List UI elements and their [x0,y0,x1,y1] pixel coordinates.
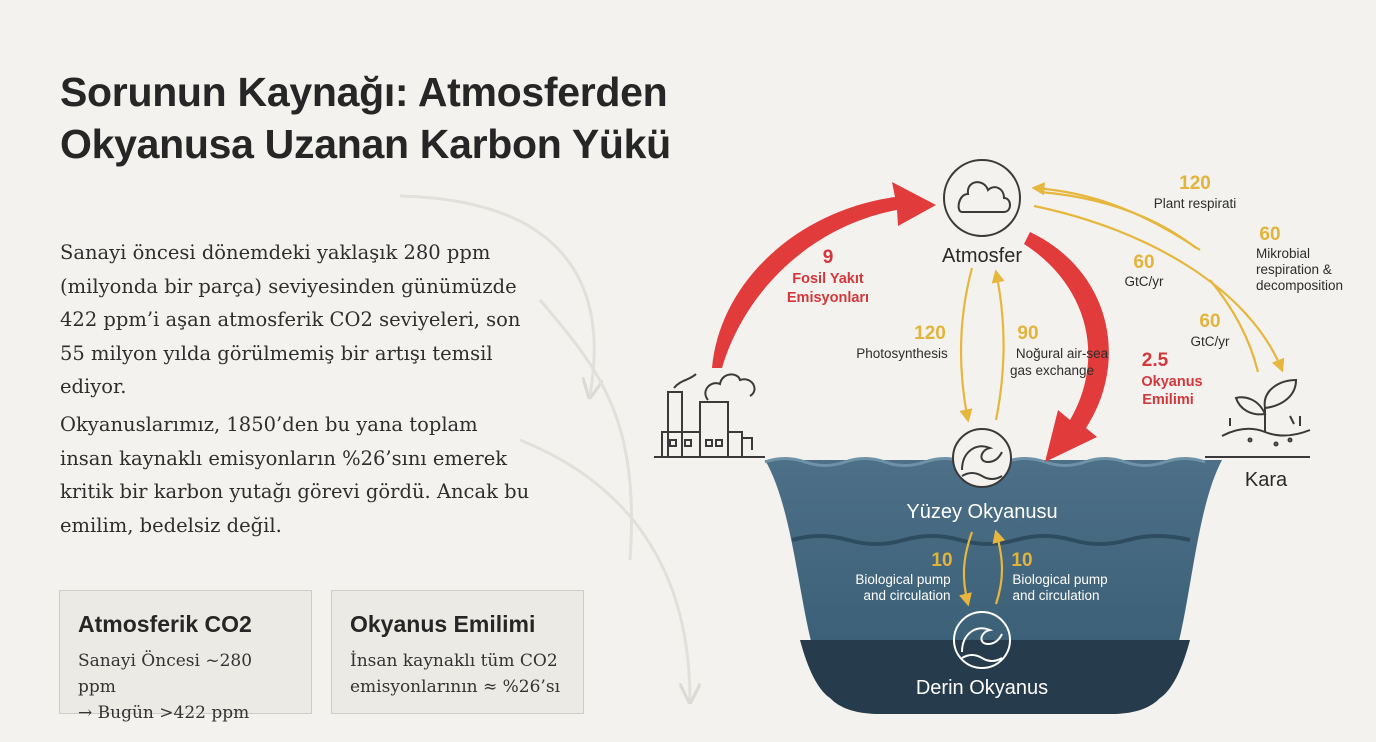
atmosphere-node: Atmosfer [942,159,1022,267]
flow-labels: 9 Fosil Yakıt Emisyonları 2.5 Okyanus Em… [787,173,1343,603]
plant-respiration-value: 120 [1179,173,1211,194]
ocean-uptake-label-1: Okyanus [1141,374,1202,390]
fossil-value: 9 [823,247,834,268]
deep-ocean-label: Derin Okyanus [916,677,1048,699]
bio-pump-down-label-1: Biological pump [855,572,950,587]
yellow-flows [959,182,1285,607]
gtc-1-label: GtC/yr [1125,274,1165,289]
page-title: Sorunun Kaynağı: Atmosferden Okyanusa Uz… [60,66,671,170]
land-label: Kara [1245,469,1288,491]
bio-pump-down-arrow [959,531,974,607]
air-sea-label-1: Noğural air-sea [1016,346,1109,361]
photosynthesis-value: 120 [914,323,946,344]
bio-pump-down-label-2: and circulation [863,588,950,603]
gtc-1-value: 60 [1133,252,1154,273]
surface-ocean-label: Yüzey Okyanusu [906,501,1057,523]
factory-icon [661,373,756,458]
card-line-1: İnsan kaynaklı tüm CO2 [350,651,558,671]
gtc-2-label: GtC/yr [1191,334,1231,349]
intro-paragraph-1: Sanayi öncesi dönemdeki yaklaşık 280 ppm… [60,241,521,398]
microbial-label-2: respiration & [1256,262,1332,277]
plant-respiration-label: Plant respirati [1154,196,1237,211]
surface-ocean-node: Yüzey Okyanusu [906,428,1058,523]
air-sea-value: 90 [1017,323,1038,344]
card-line-1: Sanayi Öncesi ~280 ppm [78,651,253,697]
photosynthesis-label: Photosynthesis [856,346,948,361]
card-line-2: emisyonlarının ≈ %26’sı [350,677,561,697]
air-sea-label-2: gas exchange [1010,363,1094,378]
microbial-label-3: decomposition [1256,278,1343,293]
card-title: Okyanus Emilimi [350,611,536,637]
title-line-1: Sorunun Kaynağı: Atmosferden [60,69,668,115]
gtc-arrow-1 [1039,190,1197,249]
fossil-label-1: Fosil Yakıt [792,271,864,287]
photosynthesis-arrow [959,267,974,423]
plant-icon [1221,378,1311,447]
card-ocean-uptake: Okyanus Emilimi İnsan kaynaklı tüm CO2 e… [331,590,584,714]
card-title: Atmosferik CO2 [78,611,252,637]
deep-ocean-circle [953,611,1011,669]
ocean-basin [740,457,1222,714]
gtc-2-value: 60 [1199,311,1220,332]
wave-icon [961,445,1003,480]
atmosphere-circle [943,159,1021,237]
intro-paragraph-2: Okyanuslarımız, 1850’den bu yana toplam … [60,413,530,537]
bio-pump-up-value: 10 [1011,550,1032,571]
fossil-emission-arrow [712,182,936,368]
title-line-2: Okyanusa Uzanan Karbon Yükü [60,121,671,167]
card-atmospheric-co2: Atmosferik CO2 Sanayi Öncesi ~280 ppm → … [59,590,312,723]
gtc-arrow-2 [1209,279,1260,373]
bio-pump-down-value: 10 [931,550,952,571]
cloud-icon [957,181,1011,213]
card-line-2: → Bugün >422 ppm [78,703,250,723]
bio-pump-up-label-1: Biological pump [1012,572,1107,587]
ocean-uptake-arrow [1024,232,1109,462]
fossil-label-2: Emisyonları [787,290,869,306]
background-decor-arrows [399,194,690,700]
ocean-uptake-label-2: Emilimi [1142,392,1194,408]
atmosphere-label: Atmosfer [942,245,1022,267]
bio-pump-up-arrow [992,529,1006,605]
deep-ocean-node: Derin Okyanus [916,611,1048,699]
bio-pump-up-label-2: and circulation [1012,588,1099,603]
ocean-uptake-value: 2.5 [1142,350,1169,371]
deep-wave-icon [961,627,1003,662]
microbial-value: 60 [1259,224,1280,245]
microbial-arrow [1033,204,1285,373]
air-sea-arrow [991,269,1005,421]
microbial-label-1: Mikrobial [1256,246,1310,261]
